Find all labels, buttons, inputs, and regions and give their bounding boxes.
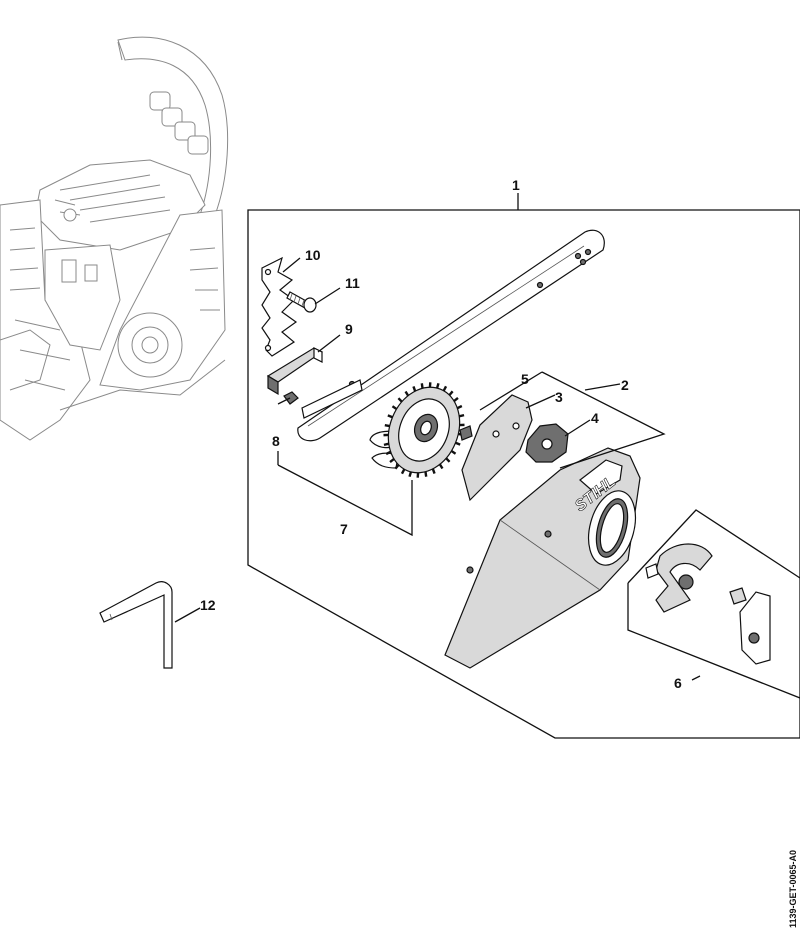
sprocket-tooth [455, 441, 461, 446]
sprocket-tooth [389, 458, 395, 463]
callout-11: 11 [345, 275, 360, 291]
sprocket-tooth [420, 383, 424, 389]
callout-12: 12 [200, 597, 216, 613]
sprocket-tooth [391, 405, 398, 411]
tensioner-plate [261, 256, 298, 357]
chain-brake-parts [645, 543, 771, 665]
sprocket-cover: STIHL [444, 447, 641, 669]
sprocket-tooth [384, 423, 390, 428]
callout-9: 9 [345, 321, 353, 337]
sprocket-tooth [397, 397, 403, 403]
sprocket-tooth [408, 471, 413, 478]
guide-bar [297, 229, 605, 442]
sprocket-tooth [385, 450, 392, 456]
collar-nut [525, 423, 569, 463]
offset-wrench [99, 581, 173, 669]
screw [286, 291, 317, 313]
callout-7: 7 [340, 521, 348, 537]
slide-piece [266, 347, 324, 396]
nut [283, 391, 299, 405]
drawing-code: 1139-GET-0065-A0 [788, 850, 798, 928]
chainsaw-body-illustration [0, 36, 229, 441]
sprocket-tooth [448, 390, 454, 396]
sprocket-tooth [394, 464, 400, 470]
sprocket-tooth [404, 390, 410, 397]
callout-3: 3 [555, 389, 563, 405]
leader-lines [174, 257, 701, 681]
sprocket-tooth [445, 457, 451, 463]
sprocket-tooth [435, 382, 440, 389]
sprocket-wheel [369, 382, 465, 478]
callout-2: 2 [621, 377, 629, 393]
sprocket-tooth [431, 468, 436, 474]
sprocket-tooth [383, 442, 390, 447]
sprocket-tooth [400, 468, 406, 475]
thrust-plate [459, 394, 533, 502]
callout-8: 8 [272, 433, 280, 449]
callout-labels: 1 2 3 4 5 6 7 8 9 10 11 12 [200, 177, 682, 691]
callout-10: 10 [305, 247, 321, 263]
assembly-frame [247, 209, 800, 739]
callout-6: 6 [674, 675, 682, 691]
sprocket-tooth [412, 386, 417, 392]
sprocket-tooth [424, 471, 428, 477]
callout-1: 1 [512, 177, 520, 193]
sprocket-tooth [453, 397, 459, 402]
callout-4: 4 [591, 410, 599, 426]
callout-5: 5 [521, 371, 529, 387]
sprocket-tooth [442, 385, 448, 392]
sprocket-tooth [458, 413, 465, 418]
sprocket-tooth [450, 449, 457, 455]
sprocket-tooth [387, 414, 393, 419]
sprocket-tooth [456, 404, 463, 410]
sprocket-tooth [438, 463, 444, 470]
